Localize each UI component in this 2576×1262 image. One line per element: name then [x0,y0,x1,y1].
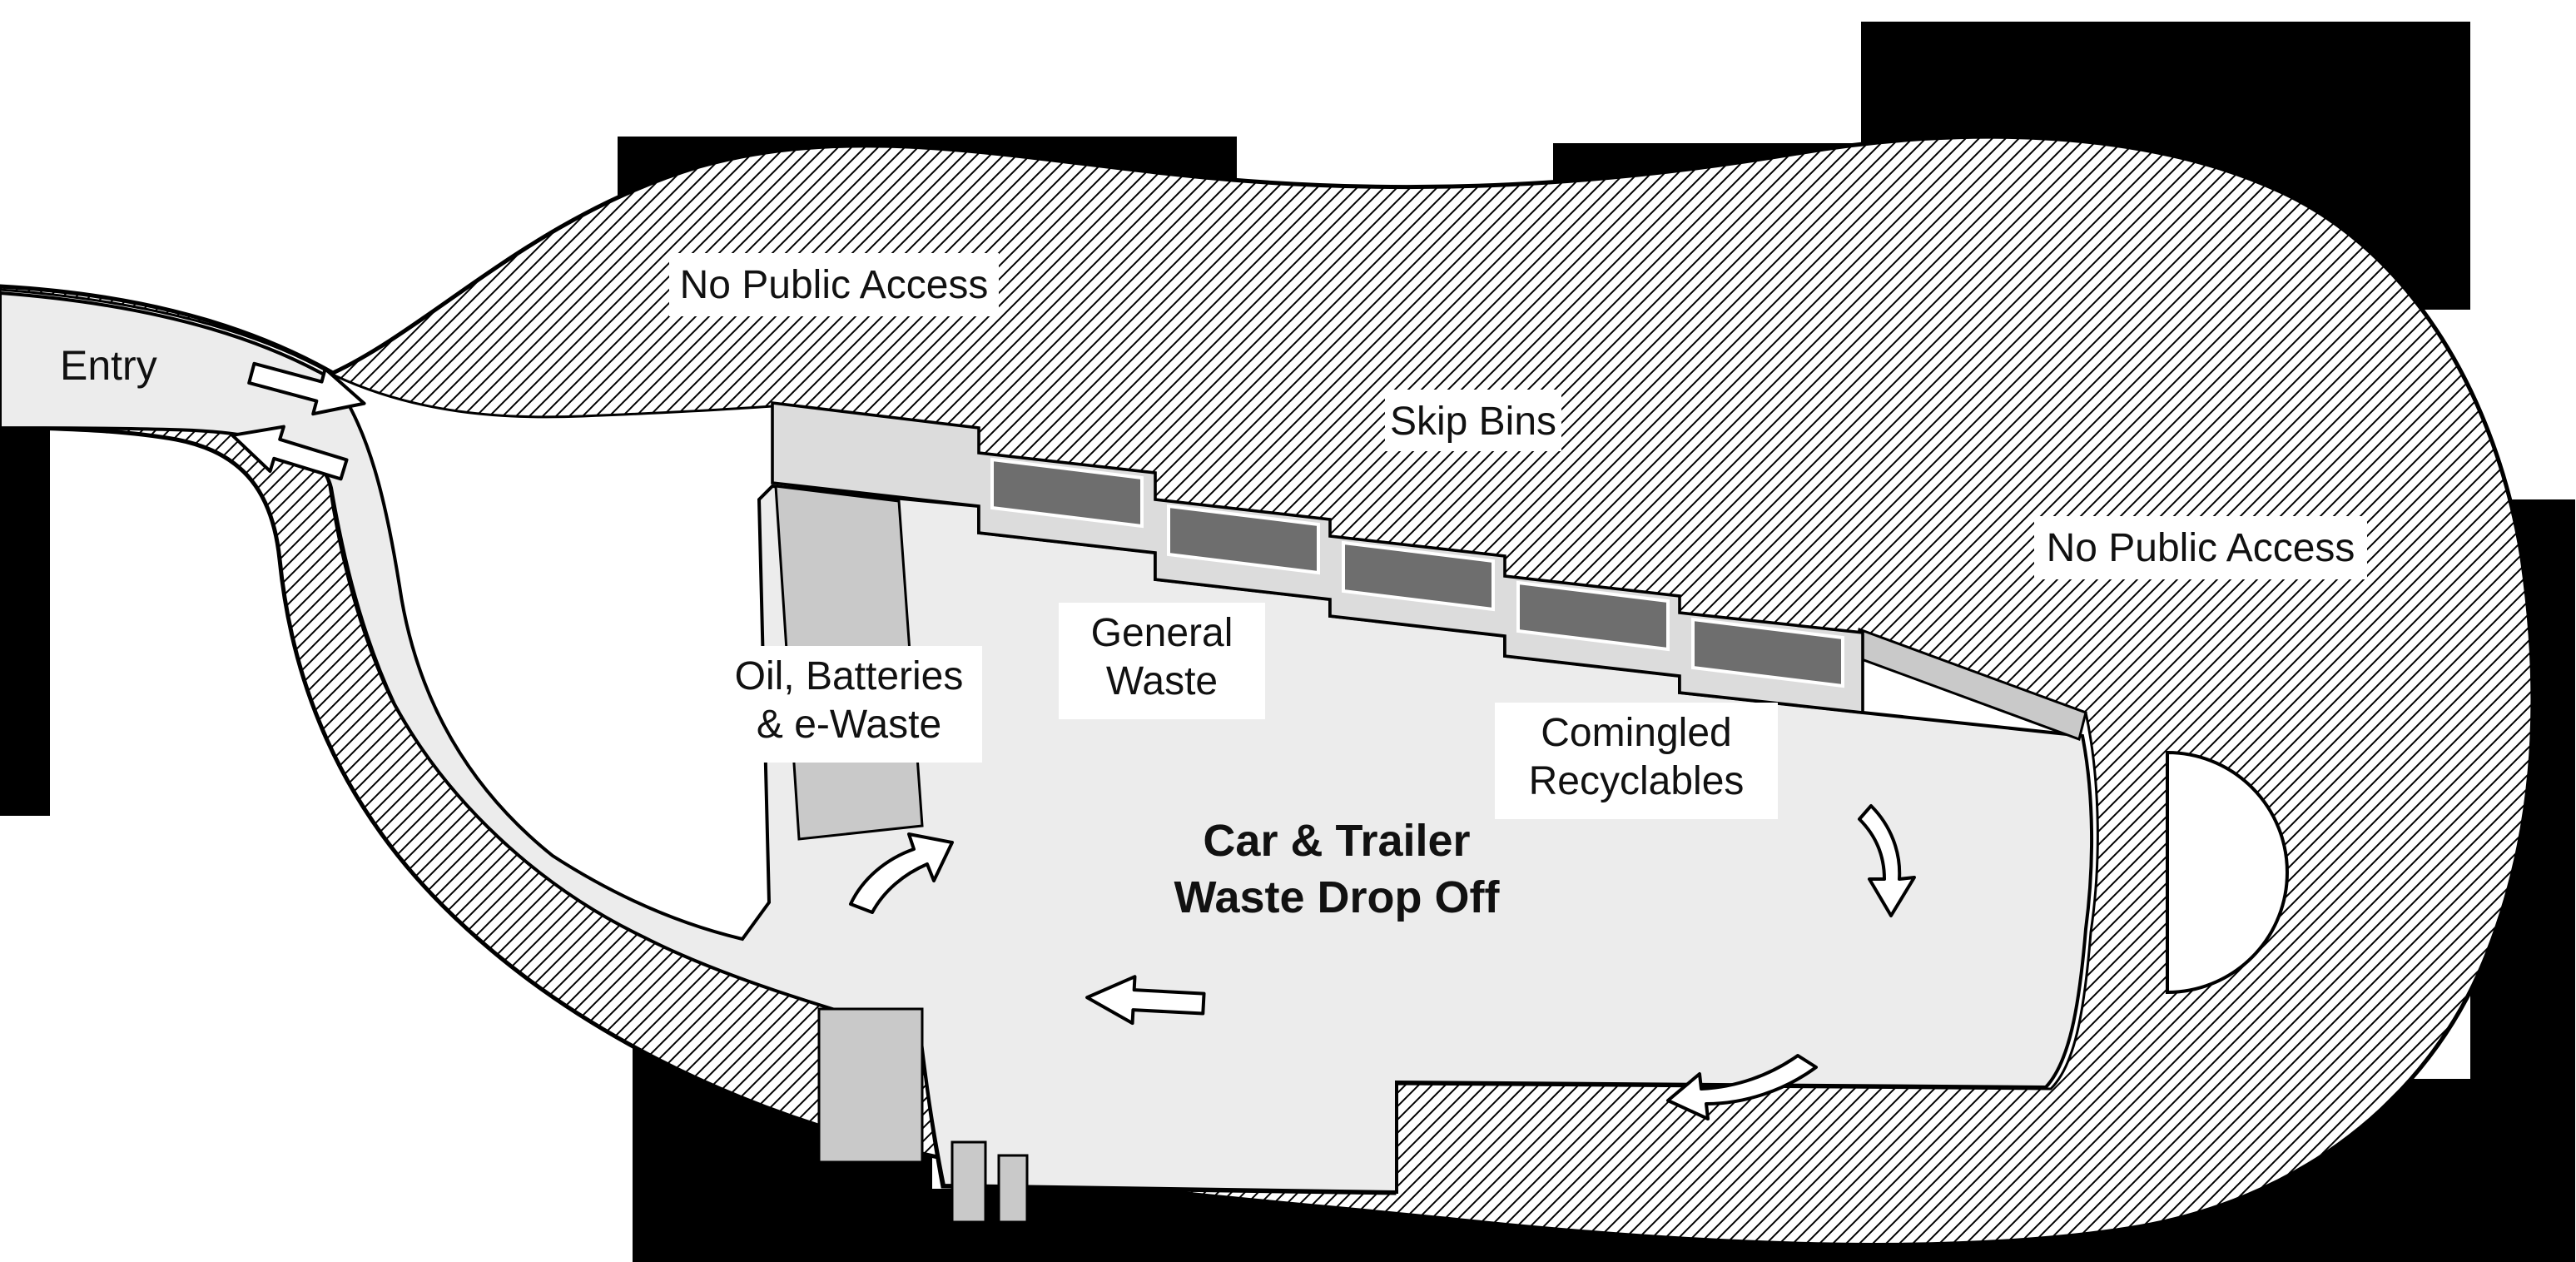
label-box [1059,603,1265,719]
void-region [0,430,50,816]
flow-arrow-south-icon [1858,804,1916,917]
outbuilding [950,1140,987,1224]
skip-bin [1691,617,1844,688]
outbuilding [817,1007,924,1164]
comingled-recyclables-label-line1: Comingled [1541,711,1731,755]
skip-bins [990,457,1844,688]
label-box [1495,703,1778,819]
entry-label: Entry [60,342,157,389]
exit-flow-arrow-icon [231,425,349,481]
skip-bin [1516,580,1670,652]
oil-batteries-ewaste-label-line2: & e-Waste [757,703,941,747]
entry-flow-arrow-icon [247,361,366,416]
outbuildings [817,1007,1029,1224]
skip-bin [1342,540,1495,612]
outbuilding [997,1154,1029,1224]
no-public-access-top-label: No Public Access [680,263,989,307]
car-trailer-drop-off-label-line2: Waste Drop Off [1174,872,1501,922]
general-waste-label-line1: General [1091,611,1233,655]
label-box [669,253,999,316]
label-box [2034,516,2367,579]
label-box [1385,390,1561,451]
void-region [1861,22,2470,147]
loop-flow-arrow-northeast-icon [849,832,954,914]
skip-bin [990,457,1144,529]
comingled-recyclables-label-line2: Recyclables [1529,759,1745,803]
labels: Entry No Public Access Skip Bins No Publ… [60,253,2367,922]
no-public-access-right-label: No Public Access [2047,526,2355,570]
entry-road-and-drop-off-area [0,291,2094,1195]
skip-bin [1167,504,1320,575]
turnaround-area [2166,750,2289,995]
skip-bins-label: Skip Bins [1390,400,1556,444]
car-trailer-drop-off-label-line1: Car & Trailer [1203,816,1470,866]
oil-batteries-ewaste-label-line1: Oil, Batteries [735,654,964,698]
flow-arrow-west-icon [1085,975,1206,1026]
general-waste-label-line2: Waste [1106,659,1218,703]
flow-arrow-southwest-icon [1666,1054,1818,1120]
traffic-flow-arrows [231,361,1916,1120]
label-box [716,646,982,763]
